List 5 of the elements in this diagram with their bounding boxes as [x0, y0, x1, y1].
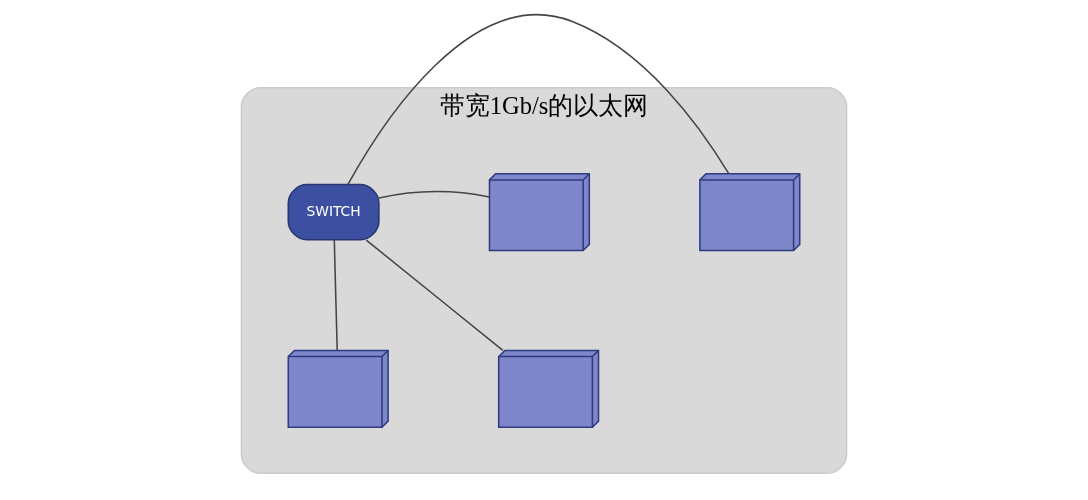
connector	[333, 239, 338, 352]
connector	[365, 239, 504, 352]
connector	[378, 190, 491, 199]
connector	[347, 14, 730, 185]
node-box: SWITCH	[287, 183, 380, 241]
